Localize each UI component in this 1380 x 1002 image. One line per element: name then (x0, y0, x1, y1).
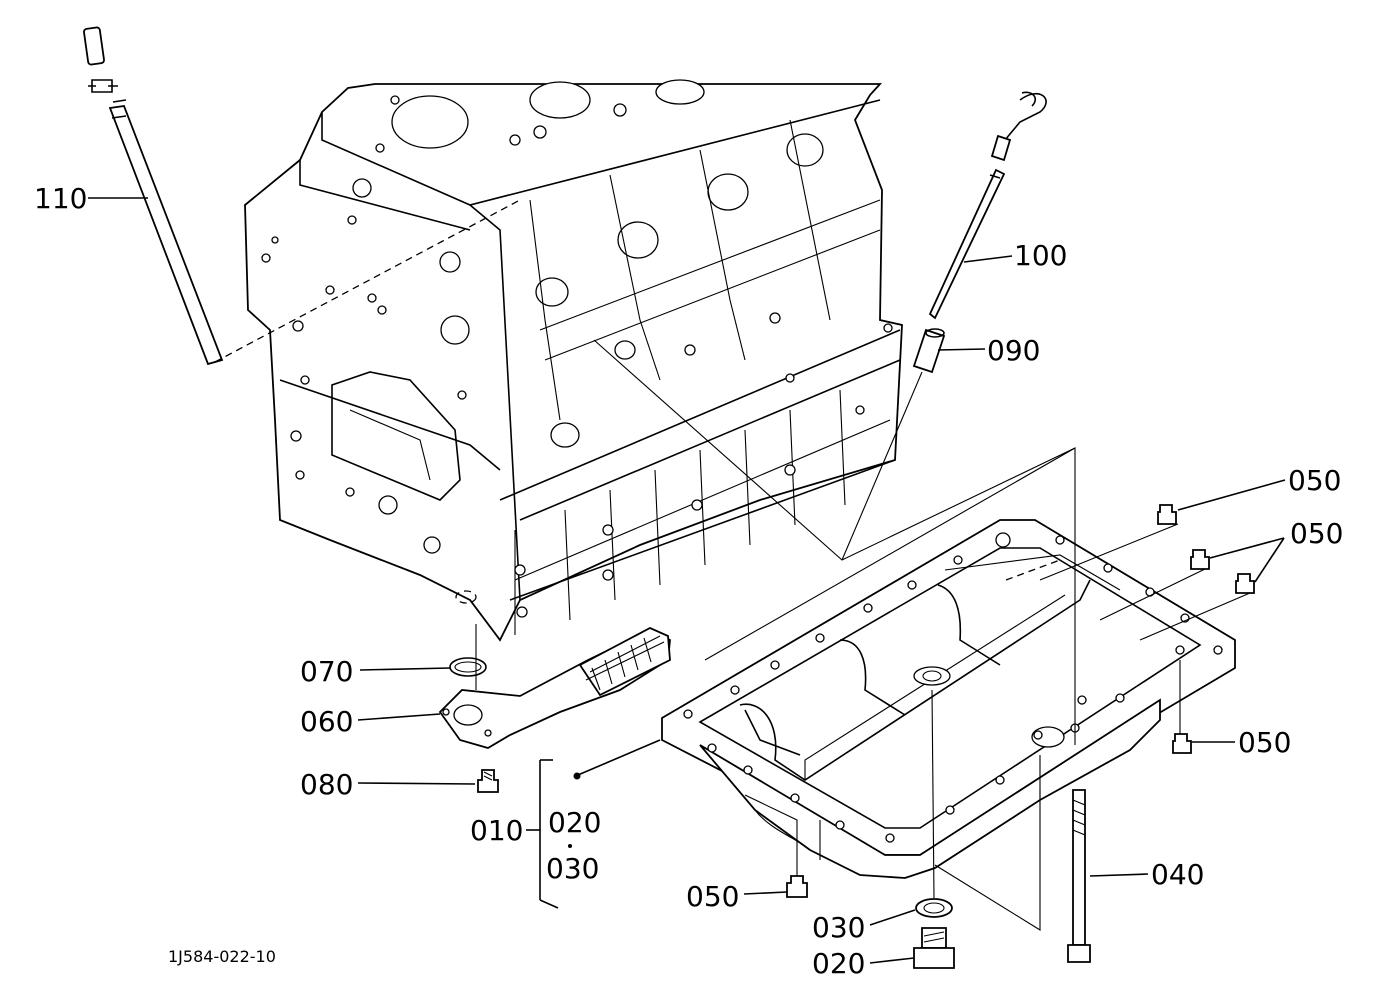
part-030-gasket (915, 898, 953, 918)
callout-030: 030 (812, 911, 865, 944)
part-020-drain-plug (913, 927, 955, 969)
callout-labels: 110 100 090 050 050 050 050 070 060 080 … (34, 182, 1343, 980)
callout-060: 060 (300, 705, 353, 738)
assembly-lines (593, 339, 1251, 931)
part-050-bolt-upper (1157, 504, 1177, 525)
part-050-bolt-right-lower (1172, 733, 1192, 754)
callout-030-kit: 030 (546, 852, 599, 885)
part-050-bolt-right-1 (1190, 549, 1210, 570)
part-070-o-ring (449, 657, 487, 677)
part-090-bushing (841, 328, 946, 561)
part-100-dipstick (928, 91, 1047, 320)
part-010-oil-pan (661, 519, 1236, 879)
leader-lines (88, 197, 1286, 964)
callout-110: 110 (34, 182, 87, 215)
part-050-bolt-bottom (786, 875, 808, 898)
callout-080: 080 (300, 768, 353, 801)
engine-block (244, 79, 903, 642)
callout-020-kit: 020 (548, 806, 601, 839)
part-060-oil-strainer (438, 624, 671, 749)
part-050-bolt-right-2 (1235, 573, 1255, 594)
callout-050-lower-right: 050 (1238, 726, 1291, 759)
callout-010: 010 (470, 814, 523, 847)
callout-070: 070 (300, 655, 353, 688)
callout-090: 090 (987, 334, 1040, 367)
callout-040: 040 (1151, 858, 1204, 891)
part-080-bolt (477, 769, 499, 793)
callout-020: 020 (812, 947, 865, 980)
callout-100: 100 (1014, 239, 1067, 272)
callout-050-bottom: 050 (686, 880, 739, 913)
callout-050-upper: 050 (1288, 464, 1341, 497)
callout-050-right: 050 (1290, 517, 1343, 550)
part-110-dipstick-guide (83, 26, 521, 366)
drawing-code: 1J584-022-10 (168, 947, 276, 966)
part-040-long-bolt (1067, 789, 1091, 963)
